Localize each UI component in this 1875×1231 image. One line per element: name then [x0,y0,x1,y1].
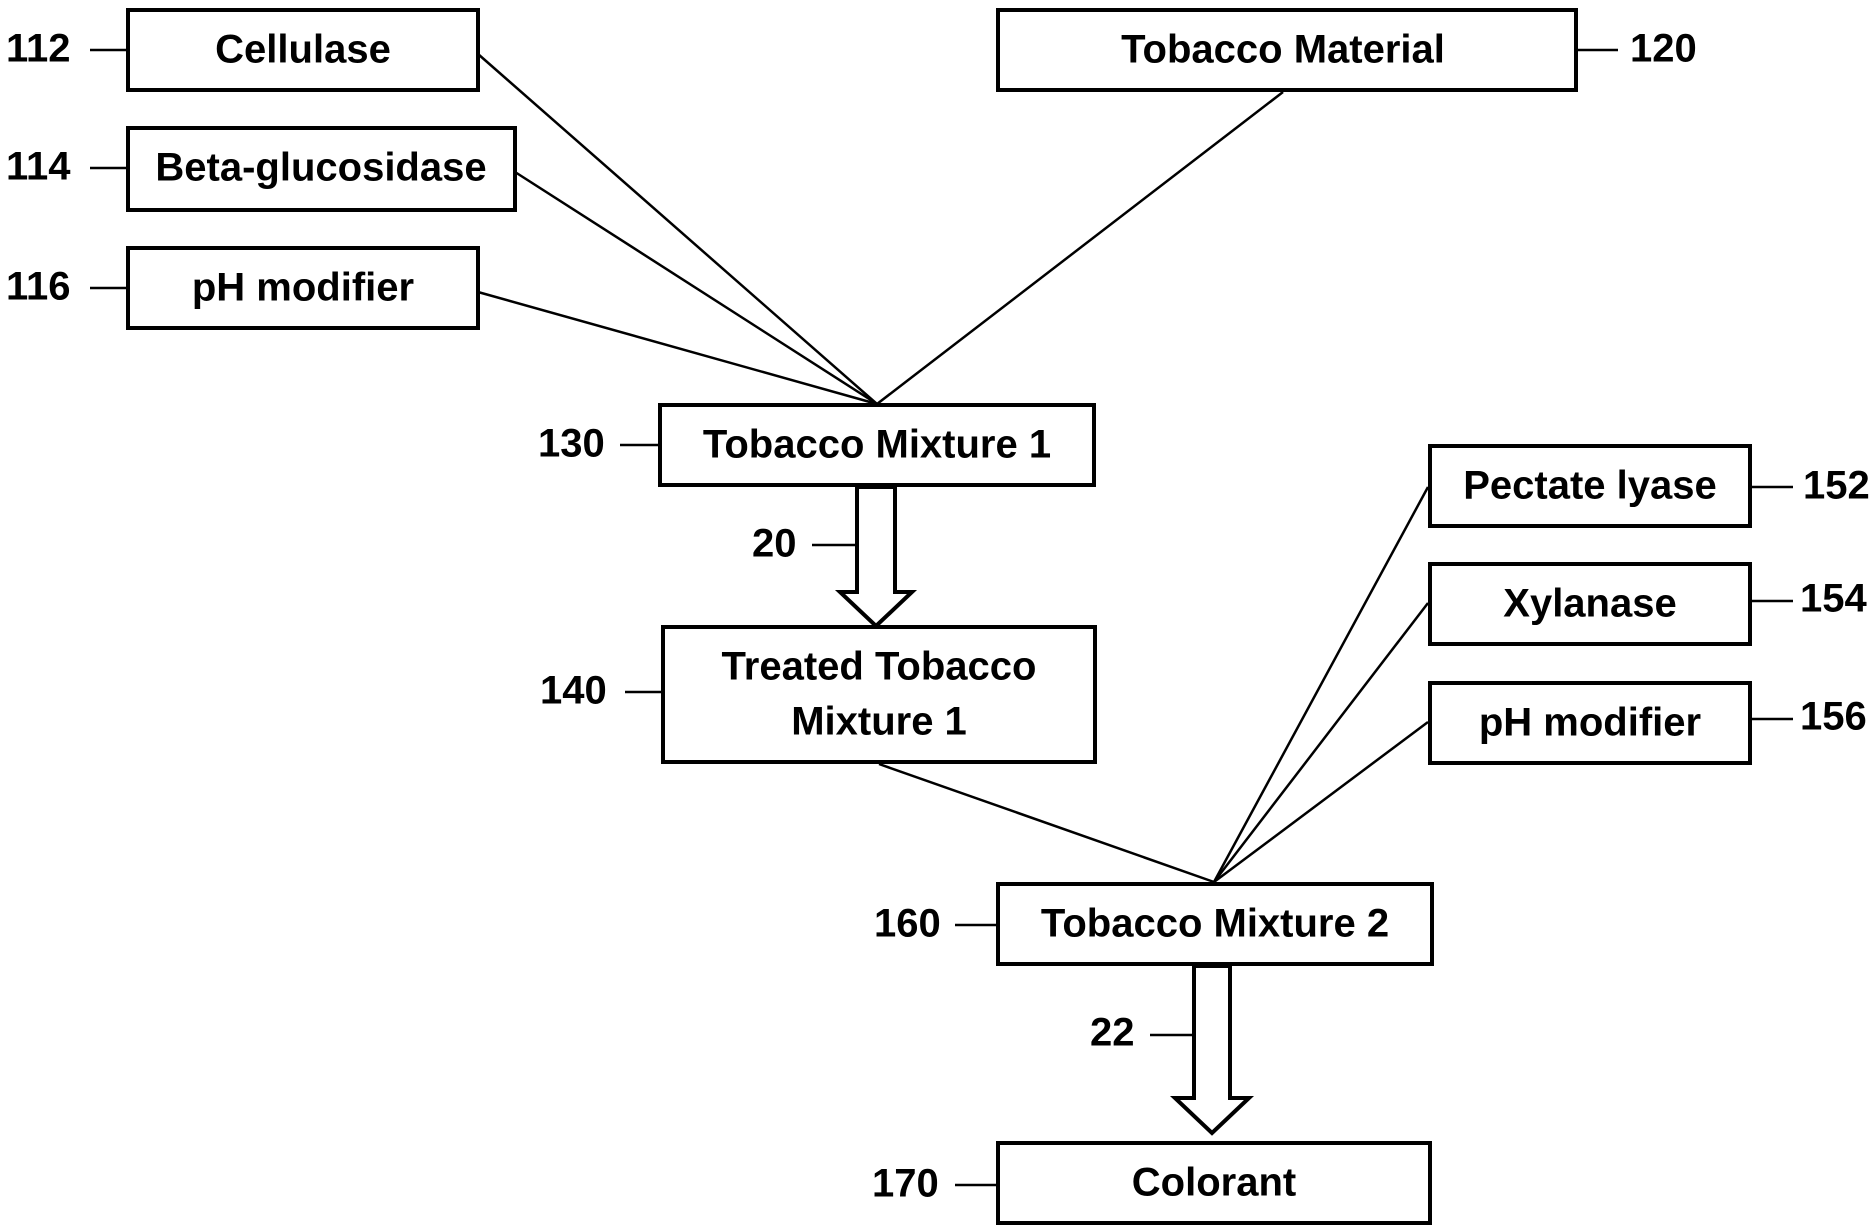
box-label: Pectate lyase [1463,464,1717,508]
connector-treated-to-mixture-2 [879,764,1214,882]
box-label: Tobacco Mixture 2 [1041,902,1389,946]
ref-130: 130 [538,422,605,466]
box-label: pH modifier [1479,701,1701,745]
ref-152: 152 [1803,464,1870,508]
box-label: pH modifier [192,266,414,310]
process-arrow-20 [840,487,912,626]
ref-114: 114 [6,145,71,189]
box-cellulase: Cellulase [128,10,478,90]
connector-ph-modifier-2-to-mixture-2 [1214,722,1428,882]
connector-pectate-lyase-to-mixture-2 [1214,487,1428,882]
ref-154: 154 [1800,577,1867,621]
box-label-line-1: Treated Tobacco [722,645,1037,689]
connector-xylanase-to-mixture-2 [1214,603,1428,882]
box-xylanase: Xylanase [1430,564,1750,644]
ref-112: 112 [6,27,71,71]
ref-20: 20 [752,522,797,566]
ref-116: 116 [6,265,71,309]
box-label: Cellulase [215,28,391,72]
box-treated-tobacco-mixture-1: Treated Tobacco Mixture 1 [663,627,1095,762]
box-tobacco-mixture-2: Tobacco Mixture 2 [998,884,1432,964]
box-label: Beta-glucosidase [155,146,486,190]
ref-120: 120 [1630,27,1697,71]
box-label: Tobacco Mixture 1 [703,423,1051,467]
ref-22: 22 [1090,1011,1135,1055]
connector-beta-glucosidase-to-mixture-1 [515,172,877,404]
box-beta-glucosidase: Beta-glucosidase [128,128,515,210]
box-label: Xylanase [1503,582,1676,626]
box-ph-modifier-1: pH modifier [128,248,478,328]
box-label: Colorant [1132,1161,1296,1205]
ref-170: 170 [872,1162,939,1206]
connector-cellulase-to-mixture-1 [478,54,877,404]
ref-140: 140 [540,669,607,713]
box-tobacco-material: Tobacco Material [998,10,1576,90]
box-colorant: Colorant [998,1143,1430,1223]
box-label-line-2: Mixture 1 [791,700,967,744]
ref-156: 156 [1800,695,1867,739]
process-arrow-22 [1175,966,1249,1133]
connector-tobacco-material-to-mixture-1 [877,92,1283,404]
box-ph-modifier-2: pH modifier [1430,683,1750,763]
box-pectate-lyase: Pectate lyase [1430,446,1750,526]
box-tobacco-mixture-1: Tobacco Mixture 1 [660,405,1094,485]
box-label: Tobacco Material [1121,28,1445,72]
connector-ph-modifier-1-to-mixture-1 [478,292,877,404]
ref-160: 160 [874,902,941,946]
